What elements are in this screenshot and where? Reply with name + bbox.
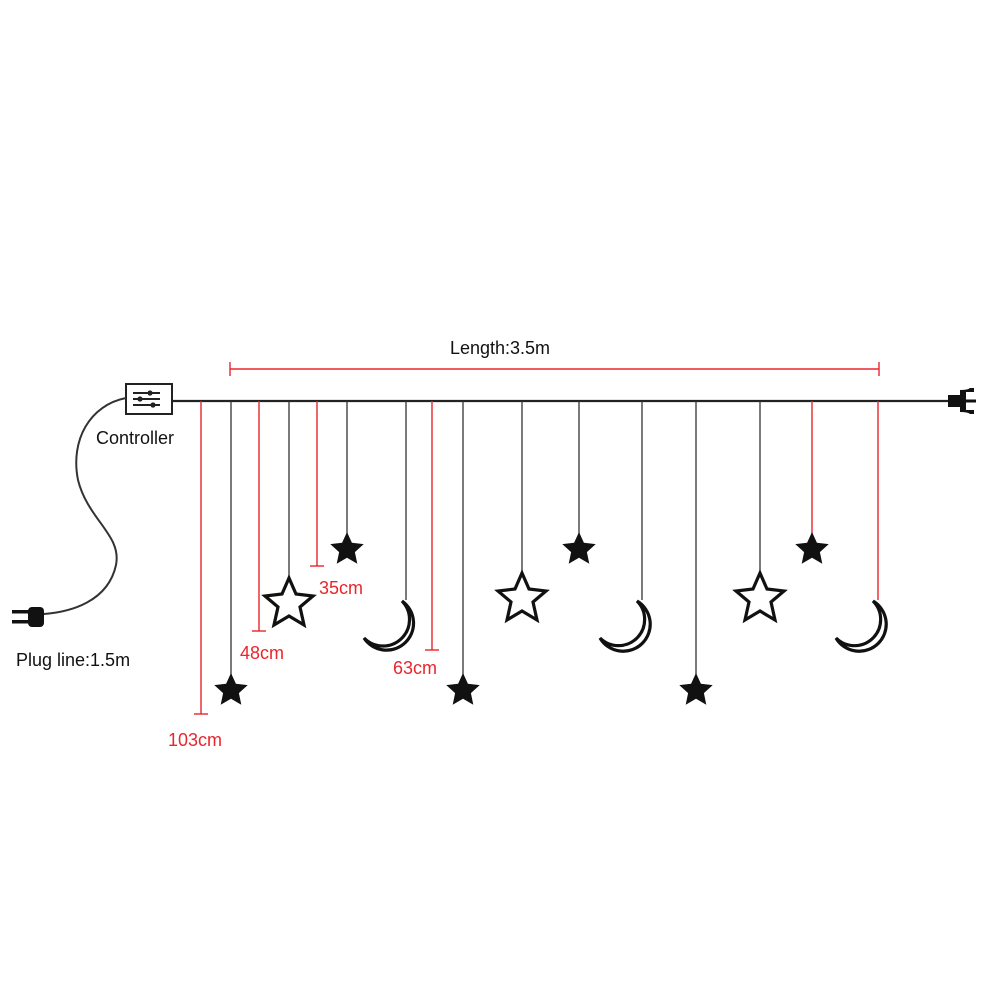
plug-line-label: Plug line:1.5m: [16, 650, 130, 670]
star-icon: [446, 673, 480, 705]
star-outline-icon: [732, 569, 788, 624]
moon-icon: [362, 599, 416, 652]
dimension-35cm-label: 35cm: [319, 578, 363, 598]
drop-lines: [230, 401, 879, 676]
star-icon: [795, 532, 829, 564]
dimension-103cm: 103cm: [168, 401, 222, 750]
dimension-103cm-label: 103cm: [168, 730, 222, 750]
length-dimension: Length:3.5m: [229, 338, 880, 376]
dimension-48cm: 48cm: [240, 401, 284, 663]
pendants: [214, 532, 888, 705]
star-outline-icon: [494, 569, 550, 624]
star-icon: [330, 532, 364, 564]
controller-box: [125, 383, 173, 415]
moon-icon: [834, 599, 888, 653]
length-label: Length:3.5m: [450, 338, 550, 358]
star-icon: [562, 532, 596, 564]
star-outline-icon: [261, 574, 317, 629]
moon-icon: [598, 599, 652, 653]
dimension-63cm-label: 63cm: [393, 658, 437, 678]
controller-label: Controller: [96, 428, 174, 448]
dimension-35cm: 35cm: [310, 401, 363, 598]
plug-cable: [43, 397, 127, 615]
star-icon: [214, 673, 248, 705]
plug-icon: [12, 607, 44, 627]
dimension-48cm-label: 48cm: [240, 643, 284, 663]
dimension-63cm: 63cm: [393, 401, 439, 678]
star-icon: [679, 673, 713, 705]
end-connector-icon: [948, 388, 976, 414]
